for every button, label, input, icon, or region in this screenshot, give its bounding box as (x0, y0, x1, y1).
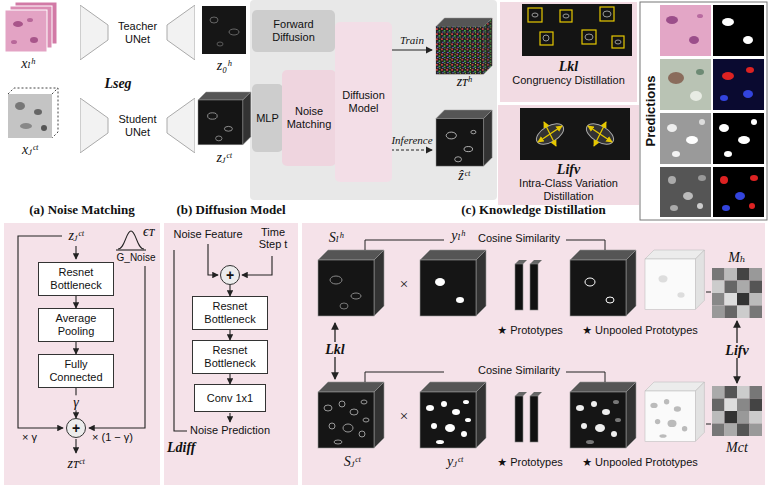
legend-note: ★ Unpooled Prototypes (582, 324, 698, 337)
histology-image (5, 2, 57, 52)
box-label: Resnet Bottleneck (41, 266, 111, 291)
loss-label: Lseg (104, 76, 131, 91)
feature-map (202, 6, 246, 54)
feature-label: Sₗʰ (329, 230, 343, 245)
matrix-label: Mₕ (728, 250, 746, 265)
input-label: xⱼᶜᵗ (22, 142, 38, 157)
layer-box: Resnet Bottleneck (192, 296, 268, 330)
noise-label: ϵᴛ (143, 224, 154, 239)
panel-heading: (b) Diffusion Model (176, 203, 285, 218)
sum-node: + (220, 265, 240, 285)
section-label: Predictions (643, 76, 658, 147)
output-label: Noise Prediction (190, 424, 270, 436)
unet-block: Student UNet (80, 98, 195, 153)
box-label: Teacher UNet (111, 20, 165, 45)
box-label: Conv 1x1 (207, 392, 253, 405)
box-label: Average Pooling (41, 312, 111, 337)
operation-label: Cosine Similarity (478, 364, 560, 376)
loss-label: Lkl (323, 342, 346, 357)
feature-label: Sⱼᶜᵗ (344, 454, 361, 469)
module-panel: (c) Knowledge Distillation (302, 223, 765, 485)
process-box: Forward Diffusion (252, 10, 335, 52)
denoised-cube (436, 110, 492, 166)
unet-block: Teacher UNet (80, 5, 195, 60)
box-label: Forward Diffusion (254, 18, 333, 43)
process-box: Diffusion Model (335, 22, 392, 182)
loss-label: Lifv (557, 162, 580, 177)
box-label: Diffusion Model (337, 89, 390, 114)
legend-note: ★ Unpooled Prototypes (582, 456, 698, 469)
layer-box: Resnet Bottleneck (192, 340, 268, 374)
flow-label: Inference (391, 134, 432, 146)
noisy-cube (436, 18, 492, 74)
edge-label: γ (71, 395, 81, 410)
prediction-grid (640, 2, 767, 220)
feature-label: z₀ʰ (217, 58, 231, 73)
box-label: Resnet Bottleneck (195, 300, 265, 325)
sum-symbol: + (72, 421, 80, 435)
legend-note: ★ Prototypes (497, 324, 563, 337)
sum-symbol: + (226, 268, 234, 282)
distillation-panel: LklCongruency Distillation (500, 2, 637, 102)
distillation-panel: LifvIntra-Class Variation Distillation (498, 105, 639, 205)
feature-label: ẑᶜᵗ (458, 168, 469, 183)
input-label: Noise Feature (173, 228, 242, 240)
input-label: Time Step t (252, 226, 294, 250)
feature-label: zᴛʰ (457, 74, 472, 89)
feature-label: zⱼᶜᵗ (68, 228, 83, 243)
box-label: Resnet Bottleneck (195, 344, 265, 369)
sum-node: + (66, 418, 86, 438)
operator-symbol: × (400, 276, 408, 293)
matrix-label: Mct (726, 440, 748, 455)
noise-label: G_Noise (117, 252, 156, 263)
weight-label: × γ (22, 431, 37, 443)
operator-symbol: × (400, 408, 408, 425)
feature-cube (198, 92, 251, 145)
mask-label: yₗʰ (451, 228, 465, 243)
layer-box: Fully Connected (38, 354, 114, 388)
feature-label: zⱼᶜᵗ (216, 150, 231, 165)
ct-image (8, 88, 58, 138)
operation-label: Cosine Similarity (478, 232, 560, 244)
loss-label: Ldiff (167, 440, 196, 455)
layer-box: Conv 1x1 (194, 384, 266, 412)
process-box: MLP (252, 84, 283, 152)
flow-label: Train (400, 34, 424, 46)
box-label: MLP (256, 112, 279, 125)
box-label: Fully Connected (41, 358, 111, 383)
mask-label: yⱼᶜᵗ (447, 454, 463, 469)
panel-label: Intra-Class Variation Distillation (498, 177, 639, 202)
layer-box: Average Pooling (38, 308, 114, 342)
panel-label: Congruency Distillation (512, 74, 625, 87)
layer-box: Resnet Bottleneck (38, 262, 114, 296)
loss-label: Lifv (723, 343, 750, 358)
panel-heading: (c) Knowledge Distillation (461, 203, 605, 218)
input-label: xₗʰ (21, 56, 35, 71)
panel-heading: (a) Noise Matching (29, 203, 134, 218)
feature-label: zᴛᶜᵗ (68, 456, 85, 471)
box-label: Student UNet (111, 113, 165, 138)
box-label: Noise Matching (284, 105, 334, 130)
process-box: Noise Matching (282, 70, 336, 166)
loss-label: Lkl (559, 59, 578, 74)
weight-label: × (1 − γ) (92, 431, 133, 443)
legend-note: ★ Prototypes (497, 456, 563, 469)
